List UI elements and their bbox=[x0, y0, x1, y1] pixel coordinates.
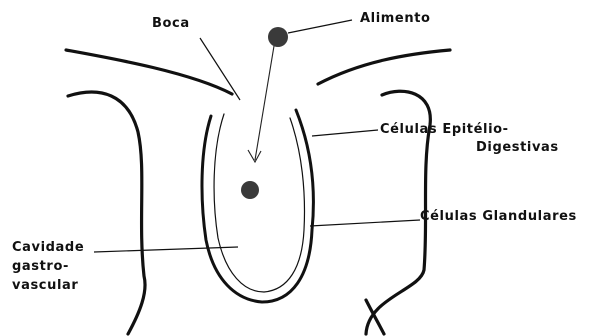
left-tentacle bbox=[66, 50, 232, 94]
label-celulas-epitelio-1: Células Epitélio- bbox=[380, 122, 509, 137]
cavidade-leader bbox=[94, 247, 238, 252]
inner-gut-lining bbox=[214, 114, 304, 292]
label-celulas-glandulares: Células Glandulares bbox=[420, 209, 577, 224]
label-boca: Boca bbox=[152, 16, 190, 31]
food-arrow-head bbox=[248, 150, 261, 162]
label-cavidade-1: Cavidade bbox=[12, 240, 84, 255]
boca-leader bbox=[200, 38, 240, 100]
alimento-leader bbox=[288, 20, 352, 33]
label-cavidade-2: gastro- bbox=[12, 259, 69, 274]
celulas-glandulares-leader bbox=[310, 220, 420, 226]
celulas-epitelio-leader bbox=[312, 130, 378, 136]
label-celulas-epitelio-2: Digestivas bbox=[476, 140, 559, 155]
label-alimento: Alimento bbox=[360, 11, 431, 26]
label-cavidade-3: vascular bbox=[12, 278, 78, 293]
food-arrow-line bbox=[255, 46, 274, 160]
food-particle-inside bbox=[241, 181, 259, 199]
food-particle-outside bbox=[268, 27, 288, 47]
right-tentacle bbox=[318, 50, 450, 84]
outer-body-wall bbox=[68, 92, 145, 334]
